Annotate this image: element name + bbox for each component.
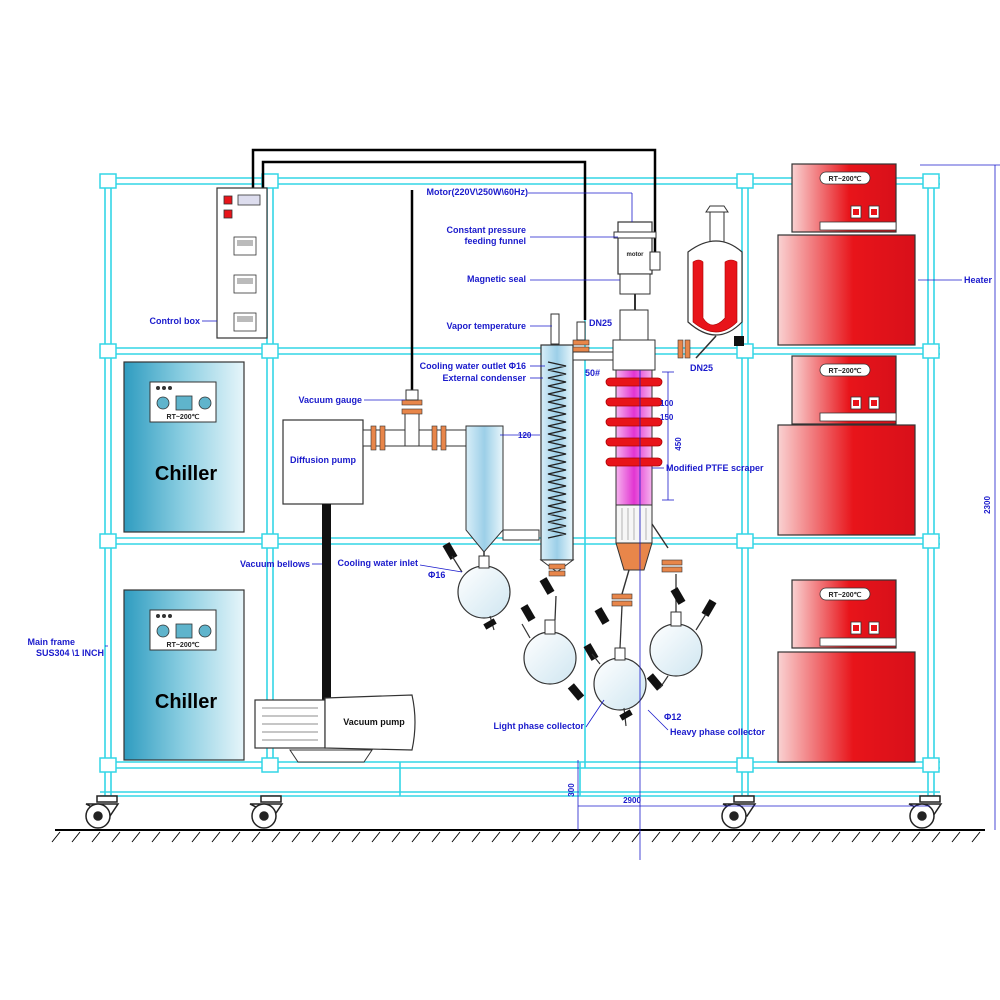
- heater-label: Heater: [964, 275, 993, 285]
- vacuum-gauge-label: Vacuum gauge: [298, 395, 362, 405]
- modified-ptfe-scraper-label: Modified PTFE scraper: [666, 463, 764, 473]
- distillation-column: [605, 309, 683, 607]
- vacuum-pump-label: Vacuum pump: [343, 717, 405, 727]
- caster-wheel-3: [721, 795, 757, 829]
- vacuum-bellows-label: Vacuum bellows: [240, 559, 310, 569]
- motor-tag: motor: [627, 252, 645, 258]
- heater-top: RT~200℃: [777, 163, 916, 346]
- dimension-lines: [500, 164, 1000, 860]
- vacuum-pump: [254, 694, 416, 763]
- dim-300: 300: [567, 783, 576, 797]
- feeding-funnel-label-2: feeding funnel: [465, 236, 527, 246]
- heater-top-display: RT~200℃: [829, 175, 862, 183]
- chiller-top: RT~200℃ Chiller: [123, 361, 245, 533]
- dim-100: 100: [660, 399, 674, 408]
- collector-flask-3: [646, 574, 717, 691]
- dim-150: 150: [660, 413, 674, 422]
- collector-flask-2: [583, 605, 647, 727]
- heater-bottom: RT~200℃: [777, 579, 916, 763]
- motor-label: Motor(220V\250W\60Hz): [426, 187, 528, 197]
- control-cables: [251, 148, 657, 396]
- ground: [51, 829, 985, 843]
- phi12-label: Φ12: [664, 712, 681, 722]
- control-box: [216, 187, 268, 339]
- collector-flask-1: [520, 577, 585, 701]
- diffusion-pump: [282, 419, 364, 505]
- heater-middle: RT~200℃: [777, 355, 916, 536]
- dim-2900: 2900: [623, 796, 641, 805]
- caster-wheel-1: [85, 795, 120, 829]
- phi16-label: Φ16: [428, 570, 445, 580]
- magnetic-seal: [619, 273, 651, 310]
- caster-wheel-4: [908, 795, 943, 829]
- dn25-right-label: DN25: [690, 363, 713, 373]
- chiller-bottom: RT~200℃ Chiller: [123, 589, 245, 761]
- feeding-funnel-label-1: Constant pressure: [446, 225, 526, 235]
- cooling-water-inlet-label: Cooling water inlet: [337, 558, 418, 568]
- light-phase-collector-label: Light phase collector: [493, 721, 584, 731]
- chiller-bottom-display: RT~200℃: [167, 641, 200, 649]
- fifty-label: 50#: [585, 368, 600, 378]
- cooling-water-outlet-label: Cooling water outlet Φ16: [420, 361, 526, 371]
- chiller-top-display: RT~200℃: [167, 413, 200, 421]
- leader-lines: [105, 192, 962, 731]
- cold-trap-flask: [442, 542, 511, 631]
- heater-bottom-display: RT~200℃: [829, 591, 862, 599]
- magnetic-seal-label: Magnetic seal: [467, 274, 526, 284]
- external-condenser: [539, 313, 618, 577]
- dim-2300: 2300: [983, 496, 992, 514]
- external-condenser-label: External condenser: [442, 373, 526, 383]
- chiller-bottom-label: Chiller: [155, 691, 217, 713]
- main-frame-label-2: SUS304 \1 INCH: [36, 648, 104, 658]
- vacuum-pipe: [362, 399, 474, 451]
- chiller-top-label: Chiller: [155, 463, 217, 485]
- dim-450: 450: [674, 437, 683, 451]
- heavy-phase-collector-label: Heavy phase collector: [670, 727, 766, 737]
- control-box-label: Control box: [150, 316, 201, 326]
- caster-wheel-2: [249, 795, 284, 829]
- cold-trap: [465, 425, 540, 560]
- feeding-funnel: [677, 205, 744, 359]
- heater-middle-display: RT~200℃: [829, 367, 862, 375]
- vacuum-bellows: [322, 504, 331, 700]
- vacuum-gauge: [405, 389, 419, 401]
- motor: motor: [613, 221, 661, 275]
- dn25-top-label: DN25: [589, 318, 612, 328]
- frame-joints: [99, 173, 940, 773]
- vapor-temperature-label: Vapor temperature: [446, 321, 526, 331]
- diffusion-pump-label: Diffusion pump: [290, 455, 356, 465]
- main-frame-label-1: Main frame: [27, 637, 75, 647]
- dim-120: 120: [518, 431, 532, 440]
